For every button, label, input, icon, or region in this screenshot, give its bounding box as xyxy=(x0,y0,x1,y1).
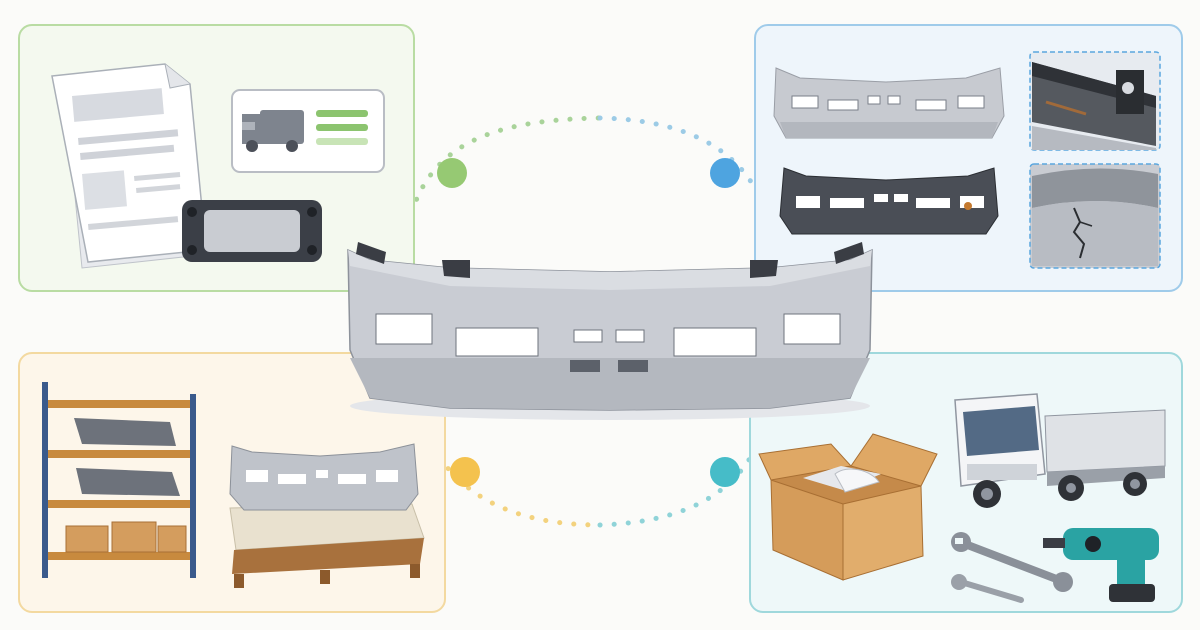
bumper-rear-view xyxy=(779,167,999,235)
license-plate-icon xyxy=(182,200,322,262)
delivery-panel xyxy=(749,352,1183,613)
storage-node-dot xyxy=(450,457,480,487)
wrench-icon-2 xyxy=(951,574,1024,603)
inspection-panel xyxy=(754,24,1183,292)
shipping-box-icon xyxy=(758,433,938,581)
warehouse-shelf-icon xyxy=(42,382,196,578)
hero-bumper xyxy=(347,242,873,420)
delivery-truck-icon xyxy=(231,89,385,173)
bumper-front-view xyxy=(773,67,1005,139)
wrapped-bumper-on-pallet xyxy=(229,443,425,588)
wrench-icon xyxy=(951,532,1073,592)
documents-panel xyxy=(18,24,415,292)
cab-over-truck-icon xyxy=(954,393,1166,508)
bracket-closeup xyxy=(1029,51,1161,151)
delivery-node-dot xyxy=(710,457,740,487)
documents-node-dot xyxy=(437,158,467,188)
cordless-drill-icon xyxy=(1043,528,1159,602)
document-stack-icon xyxy=(51,63,207,269)
crack-closeup xyxy=(1029,163,1161,269)
inspection-node-dot xyxy=(710,158,740,188)
